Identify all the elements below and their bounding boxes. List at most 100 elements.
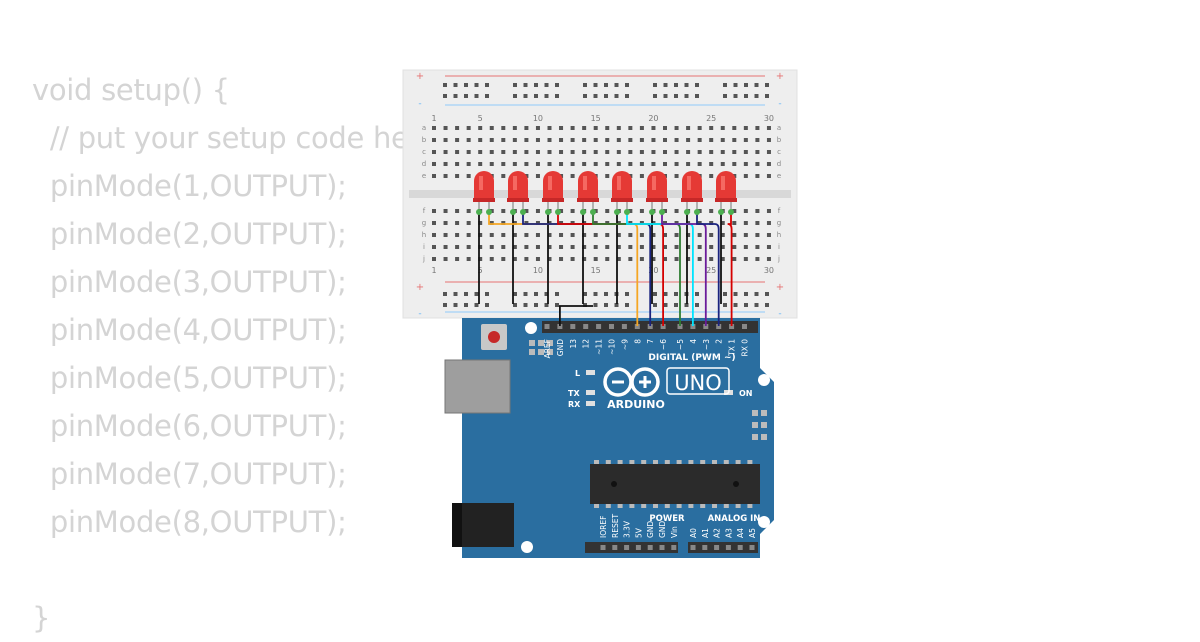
breadboard-hole xyxy=(743,209,748,213)
led-body xyxy=(508,171,528,200)
led-rim xyxy=(507,198,529,202)
header-pin xyxy=(635,545,641,550)
breadboard-hole xyxy=(616,162,621,166)
led-body xyxy=(578,171,598,200)
breadboard-hole xyxy=(478,233,483,237)
breadboard-hole xyxy=(663,221,667,225)
breadboard-hole xyxy=(559,150,564,154)
led-contact xyxy=(718,209,724,215)
rail-hole xyxy=(723,292,727,296)
icsp-pin xyxy=(752,410,758,416)
led-contact xyxy=(520,209,526,215)
rail-hole xyxy=(614,83,619,87)
pin-label: RX 0 xyxy=(741,339,750,357)
breadboard-hole xyxy=(686,221,691,225)
breadboard-hole xyxy=(639,162,644,166)
rail-hole xyxy=(733,292,738,296)
breadboard-hole xyxy=(651,138,656,142)
breadboard-hole xyxy=(697,257,702,261)
pin-label: 12 xyxy=(582,339,591,349)
rail-hole xyxy=(744,292,748,296)
led-contact xyxy=(728,209,734,215)
rail-minus-label: - xyxy=(778,309,781,319)
breadboard-hole xyxy=(686,233,691,237)
breadboard-hole xyxy=(570,233,575,237)
chip-pin xyxy=(676,504,682,508)
icsp-pin xyxy=(547,349,553,355)
breadboard-hole xyxy=(686,150,691,154)
breadboard-hole xyxy=(743,162,748,166)
breadboard-hole xyxy=(582,233,587,237)
chip-pin xyxy=(712,460,717,464)
rail-hole xyxy=(513,94,517,98)
breadboard-hole xyxy=(524,245,529,249)
led-rim xyxy=(646,198,668,202)
led-highlight xyxy=(617,176,621,190)
breadboard-hole xyxy=(432,138,436,142)
chip-dot xyxy=(733,481,739,487)
breadboard-hole xyxy=(466,233,471,237)
chip-pin xyxy=(653,460,658,464)
column-number: 5 xyxy=(478,266,483,275)
pin-label: ~3 xyxy=(702,339,711,350)
rail-hole xyxy=(485,83,489,87)
breadboard-hole xyxy=(455,221,460,225)
led-rim xyxy=(542,198,564,202)
breadboard-hole xyxy=(501,233,506,237)
pin-label: A0 xyxy=(689,528,698,538)
breadboard-hole xyxy=(628,233,633,237)
breadboard-hole xyxy=(709,245,714,249)
pin-label: ~5 xyxy=(676,339,685,350)
breadboard-center-channel xyxy=(409,190,791,198)
breadboard-hole xyxy=(628,257,633,261)
breadboard-hole xyxy=(732,233,737,237)
led-contact xyxy=(510,209,516,215)
breadboard-hole xyxy=(663,209,667,213)
breadboard-hole xyxy=(432,126,436,130)
breadboard-hole xyxy=(674,233,679,237)
header-pin xyxy=(596,324,602,329)
breadboard-hole xyxy=(535,233,540,237)
breadboard-hole xyxy=(639,257,644,261)
row-label: a xyxy=(422,124,426,132)
chip-pin xyxy=(747,504,753,508)
microcontroller-chip xyxy=(590,464,760,504)
breadboard-hole xyxy=(755,174,760,178)
breadboard-hole xyxy=(766,126,771,130)
breadboard-hole xyxy=(432,233,436,237)
breadboard-hole xyxy=(547,245,552,249)
reset-button-cap xyxy=(488,331,500,343)
rail-hole xyxy=(544,292,549,296)
led-contact xyxy=(555,209,561,215)
column-number: 15 xyxy=(591,266,601,275)
led-contact xyxy=(545,209,551,215)
rail-hole xyxy=(625,94,629,98)
breadboard-hole xyxy=(455,138,460,142)
breadboard-hole xyxy=(466,126,471,130)
breadboard-hole xyxy=(743,138,748,142)
rail-hole xyxy=(534,94,538,98)
breadboard-hole xyxy=(709,126,714,130)
pin-label: GND xyxy=(556,339,565,356)
rail-hole xyxy=(513,292,517,296)
breadboard-hole xyxy=(605,257,610,261)
breadboard-hole xyxy=(593,126,598,130)
breadboard-hole xyxy=(720,221,725,225)
breadboard-hole xyxy=(489,150,494,154)
rail-hole xyxy=(485,94,489,98)
header-pin xyxy=(609,324,614,329)
pin-label: TX 1 xyxy=(728,339,737,357)
header-pin xyxy=(737,545,743,550)
breadboard-hole xyxy=(547,257,552,261)
breadboard-hole xyxy=(616,138,621,142)
led-rim xyxy=(715,198,737,202)
chip-pin xyxy=(617,504,623,508)
breadboard-hole xyxy=(686,245,691,249)
row-label: g xyxy=(777,219,781,227)
breadboard-hole xyxy=(547,150,552,154)
rail-hole xyxy=(723,94,727,98)
breadboard-hole xyxy=(605,162,610,166)
breadboard-hole xyxy=(455,162,460,166)
breadboard-hole xyxy=(732,138,737,142)
